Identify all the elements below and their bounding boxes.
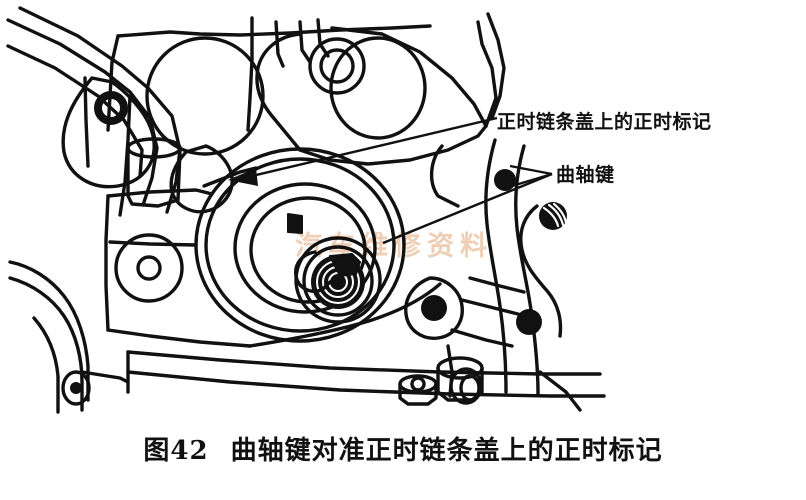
- hose-left-eye-hole: [70, 382, 82, 394]
- bolt-collar: [449, 367, 483, 405]
- large-tensioner-circle: [329, 36, 427, 140]
- rib-left-1: [83, 76, 90, 168]
- leader-crank-key: [382, 164, 553, 245]
- pan-lower-left-tab: [80, 370, 130, 384]
- washer-top: [398, 374, 438, 394]
- thread-hatch: [542, 202, 568, 228]
- caption-number: 图42: [143, 436, 209, 466]
- cover-right-upper: [476, 20, 498, 128]
- plate-bottom-edge: [106, 328, 252, 348]
- boss-upper-left: [61, 76, 156, 189]
- hose-left-eye: [61, 370, 91, 406]
- pulley-upper-tangent: [202, 166, 258, 188]
- hub-mid: [302, 245, 374, 317]
- hose-left-outer: [8, 260, 90, 402]
- pan-rail-lower: [126, 370, 606, 398]
- leader-line-timing-mark: [251, 116, 498, 178]
- cover-right-upper-2: [486, 12, 506, 120]
- pan-rail-upper: [126, 350, 602, 376]
- pulley-ring-2: [204, 157, 396, 333]
- flange-bracket-curve: [519, 204, 563, 338]
- rounded-blob: [169, 144, 234, 214]
- callout-label-timing-mark: 正时链条盖上的正时标记: [497, 111, 712, 133]
- flange-right-outer: [484, 138, 508, 394]
- circular-boss-upper: [145, 36, 265, 156]
- bolt-hole-filled-lower: [516, 309, 542, 335]
- pivot-eye-inner: [319, 48, 355, 84]
- hose-left-third: [32, 316, 60, 414]
- bolt-hole-upper-left: [94, 91, 128, 125]
- key-lug: [294, 250, 332, 293]
- leader-timing-mark: [228, 116, 498, 186]
- drawing-strokes: [6, 6, 606, 414]
- leader-fork-lower: [511, 172, 553, 188]
- leader-line-crank-key: [382, 172, 553, 245]
- figure-caption: 图42 曲轴键对准正时链条盖上的正时标记: [0, 430, 806, 467]
- plate-left-edge: [104, 194, 110, 332]
- plate-top-edge: [106, 188, 214, 198]
- bolt-hole-filled-mid: [421, 295, 447, 321]
- cover-left-rim: [106, 34, 120, 132]
- bracket-stem-2: [298, 20, 312, 64]
- bracket-arm-inner: [18, 6, 182, 214]
- bolt-hole-filled-upper: [494, 169, 516, 191]
- bracket-stem-1: [274, 20, 285, 68]
- arm-upper-right-edge: [330, 26, 488, 128]
- crank-key-block: [329, 253, 361, 277]
- plate-boss-hole: [136, 255, 162, 281]
- hose-left-inner: [8, 276, 84, 412]
- boss-mid-right: [430, 144, 460, 208]
- rail-r-3: [450, 328, 514, 348]
- rail-r-diag: [538, 370, 582, 412]
- pulley-ring-3: [233, 182, 377, 314]
- cylinder-plug-top: [126, 137, 182, 159]
- leader-fork-upper: [509, 164, 553, 176]
- pan-diagonal-top: [248, 282, 442, 348]
- arrowhead-timing-mark: [228, 168, 258, 186]
- washer-body: [398, 382, 438, 406]
- rail-r-1: [468, 276, 526, 294]
- callout-label-crank-key: 曲轴键: [556, 164, 615, 186]
- bolt-tip: [459, 374, 481, 402]
- technical-drawing: 汽车维修资料: [6, 6, 606, 414]
- flange-right-inner: [513, 144, 540, 396]
- arm-lower-edge: [298, 124, 488, 166]
- pivot-eye-outer: [308, 37, 366, 95]
- bracket-left-edge: [246, 16, 254, 132]
- washer-hole: [410, 376, 426, 392]
- cover-top-rim: [116, 24, 432, 38]
- rail-r-2: [460, 298, 520, 316]
- bracket-arm-outer: [6, 18, 159, 207]
- plate-boss-outer: [114, 233, 184, 303]
- bolt-head-top: [436, 356, 484, 380]
- engine-cover-line-art: [6, 6, 606, 414]
- caption-text: 曲轴键对准正时链条盖上的正时标记: [230, 436, 663, 466]
- boss-lower-mid-right: [404, 276, 464, 340]
- pulley-left-tangent: [108, 240, 198, 247]
- timing-mark-notch: [287, 213, 303, 234]
- arm-upper-left-edge: [255, 32, 302, 152]
